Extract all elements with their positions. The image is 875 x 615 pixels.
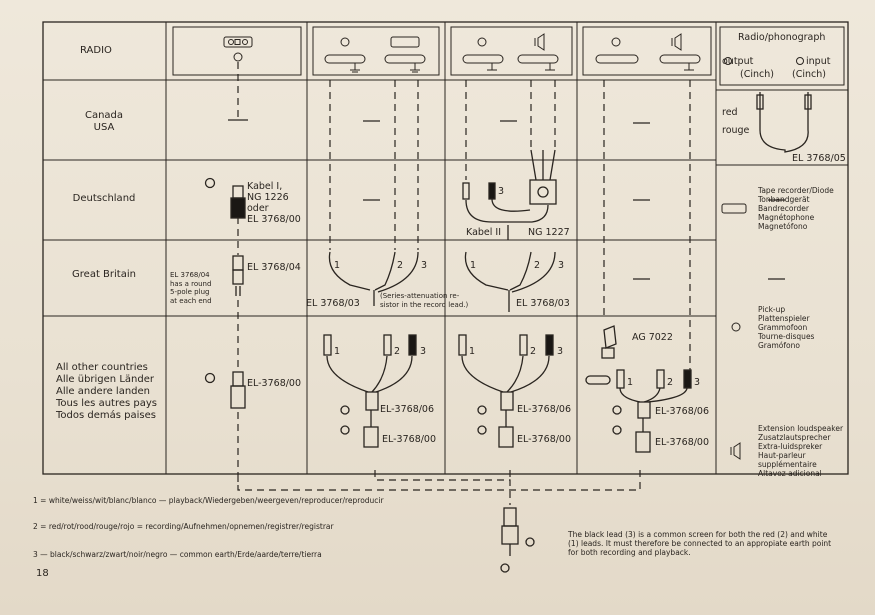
- other-el00a: EL-3768/00: [382, 434, 437, 445]
- header-cinch-2: (Cinch): [792, 69, 826, 80]
- row-label-deutschland: Deutschland: [72, 193, 136, 204]
- other-el00: EL-3768/00: [247, 378, 302, 389]
- gb-lead-3: 3: [421, 260, 428, 271]
- canada-cable: EL 3768/05: [792, 153, 846, 164]
- other-l3c: 3: [694, 377, 701, 388]
- other-l1b: 1: [469, 346, 476, 357]
- header-cinch-1: (Cinch): [740, 69, 774, 80]
- other-l3: 3: [420, 346, 427, 357]
- header-radio: RADIO: [80, 45, 112, 56]
- page-number: 18: [36, 568, 49, 579]
- other-l2b: 2: [530, 346, 537, 357]
- de-ng1227: NG 1227: [528, 227, 570, 238]
- other-l2: 2: [394, 346, 401, 357]
- other-el00b: EL-3768/00: [517, 434, 572, 445]
- gb-lead-1: 1: [334, 260, 341, 271]
- header-radio-phono: Radio/phonograph: [738, 32, 826, 43]
- gb-cable-03b: EL 3768/03: [516, 298, 570, 309]
- other-ag7022: AG 7022: [632, 332, 673, 343]
- other-l3b: 3: [557, 346, 564, 357]
- other-el06a: EL-3768/06: [380, 404, 435, 415]
- canada-red: red: [722, 107, 738, 118]
- footnote-1: 1 = white/weiss/wit/blanc/blanco — playb…: [33, 496, 384, 505]
- other-l1c: 1: [627, 377, 634, 388]
- other-el00c: EL-3768/00: [655, 437, 710, 448]
- de-kabel2: Kabel II: [466, 227, 502, 238]
- footnote-2: 2 = red/rot/rood/rouge/rojo = recording/…: [33, 522, 334, 531]
- header-input: input: [806, 56, 831, 67]
- other-el06c: EL-3768/06: [655, 406, 710, 417]
- de-lead-3: 3: [498, 186, 505, 197]
- gb-lead-2: 2: [397, 260, 404, 271]
- other-l2c: 2: [667, 377, 674, 388]
- gb-lead-3b: 3: [558, 260, 565, 271]
- footnote-note: The black lead (3) is a common screen fo…: [568, 530, 832, 557]
- footnote-3: 3 — black/schwarz/zwart/noir/negro — com…: [33, 550, 322, 559]
- gb-cable-03a: EL 3768/03: [306, 298, 360, 309]
- gb-series-note: (Series-attenuation re-sistor in the rec…: [380, 292, 469, 309]
- other-l1: 1: [334, 346, 341, 357]
- canada-rouge: rouge: [722, 125, 750, 136]
- gb-lead-2b: 2: [534, 260, 541, 271]
- gb-cable-04: EL 3768/04: [247, 262, 301, 273]
- other-el06b: EL-3768/06: [517, 404, 572, 415]
- row-label-gb: Great Britain: [72, 269, 136, 280]
- gb-lead-1b: 1: [470, 260, 477, 271]
- header-output: output: [722, 56, 754, 67]
